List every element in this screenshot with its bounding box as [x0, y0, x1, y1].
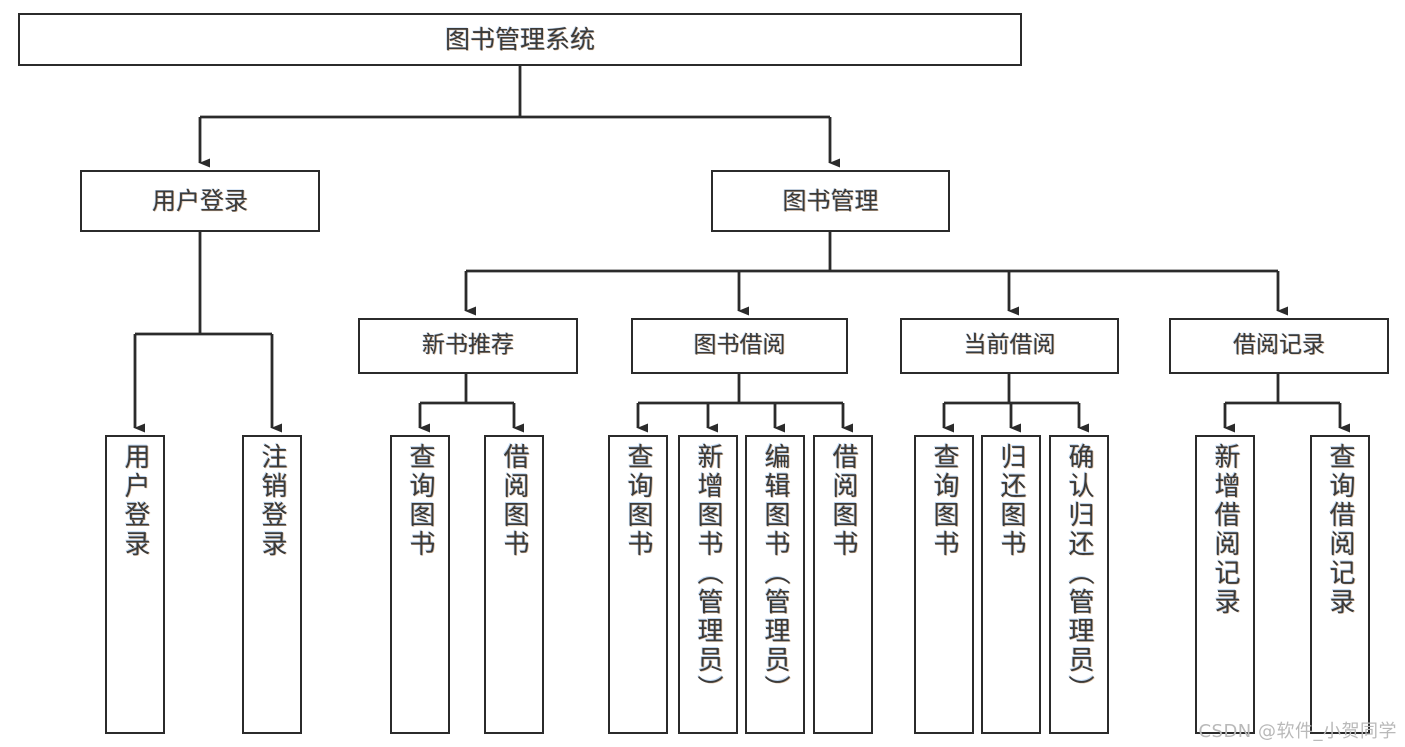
- node-label: 当前借阅: [963, 332, 1056, 359]
- leaf-book-borrow-query-book[interactable]: 查询图书: [608, 435, 668, 734]
- leaf-book-borrow-borrow-book[interactable]: 借阅图书: [813, 435, 873, 734]
- leaf-borrow-record-add-record[interactable]: 新增借阅记录: [1195, 435, 1255, 734]
- node-label: 新增借阅记录: [1210, 443, 1240, 617]
- node-label: 图书管理系统: [444, 24, 595, 54]
- watermark-text: CSDN @软件_小贺同学: [1198, 721, 1397, 742]
- leaf-borrow-record-query-record[interactable]: 查询借阅记录: [1310, 435, 1370, 734]
- node-borrow-record[interactable]: 借阅记录: [1169, 318, 1389, 374]
- node-label: 借阅图书: [828, 443, 858, 559]
- node-label: 查询图书: [405, 443, 435, 559]
- node-label: 查询图书: [929, 443, 959, 559]
- node-label: 用户登录: [120, 443, 150, 559]
- leaf-current-borrow-return-book[interactable]: 归还图书: [981, 435, 1041, 734]
- node-label: 确认归还（管理员）: [1064, 443, 1094, 704]
- node-user-login[interactable]: 用户登录: [80, 170, 320, 232]
- leaf-current-borrow-query-book[interactable]: 查询图书: [914, 435, 974, 734]
- node-label: 注销登录: [257, 443, 287, 559]
- node-label: 归还图书: [996, 443, 1026, 559]
- leaf-new-book-query-book[interactable]: 查询图书: [390, 435, 450, 734]
- leaf-user-login-logout[interactable]: 注销登录: [242, 435, 302, 734]
- leaf-new-book-borrow-book[interactable]: 借阅图书: [484, 435, 544, 734]
- node-label: 借阅记录: [1233, 332, 1325, 359]
- node-label: 图书管理: [782, 186, 879, 215]
- node-label: 图书借阅: [693, 332, 786, 359]
- leaf-user-login-login[interactable]: 用户登录: [105, 435, 165, 734]
- node-label: 用户登录: [152, 186, 248, 215]
- node-label: 查询图书: [623, 443, 653, 559]
- node-label: 新书推荐: [422, 332, 514, 359]
- leaf-current-borrow-confirm-return-admin[interactable]: 确认归还（管理员）: [1049, 435, 1109, 734]
- node-label: 编辑图书（管理员）: [760, 443, 790, 704]
- leaf-book-borrow-edit-book-admin[interactable]: 编辑图书（管理员）: [745, 435, 805, 734]
- node-label: 新增图书（管理员）: [693, 443, 723, 704]
- node-book-borrow[interactable]: 图书借阅: [631, 318, 848, 374]
- node-label: 查询借阅记录: [1325, 443, 1355, 617]
- leaf-book-borrow-add-book-admin[interactable]: 新增图书（管理员）: [678, 435, 738, 734]
- node-label: 借阅图书: [499, 443, 529, 559]
- node-root-system[interactable]: 图书管理系统: [18, 13, 1022, 66]
- node-current-borrow[interactable]: 当前借阅: [900, 318, 1119, 374]
- node-book-management[interactable]: 图书管理: [711, 170, 950, 232]
- node-new-book-recommend[interactable]: 新书推荐: [358, 318, 578, 374]
